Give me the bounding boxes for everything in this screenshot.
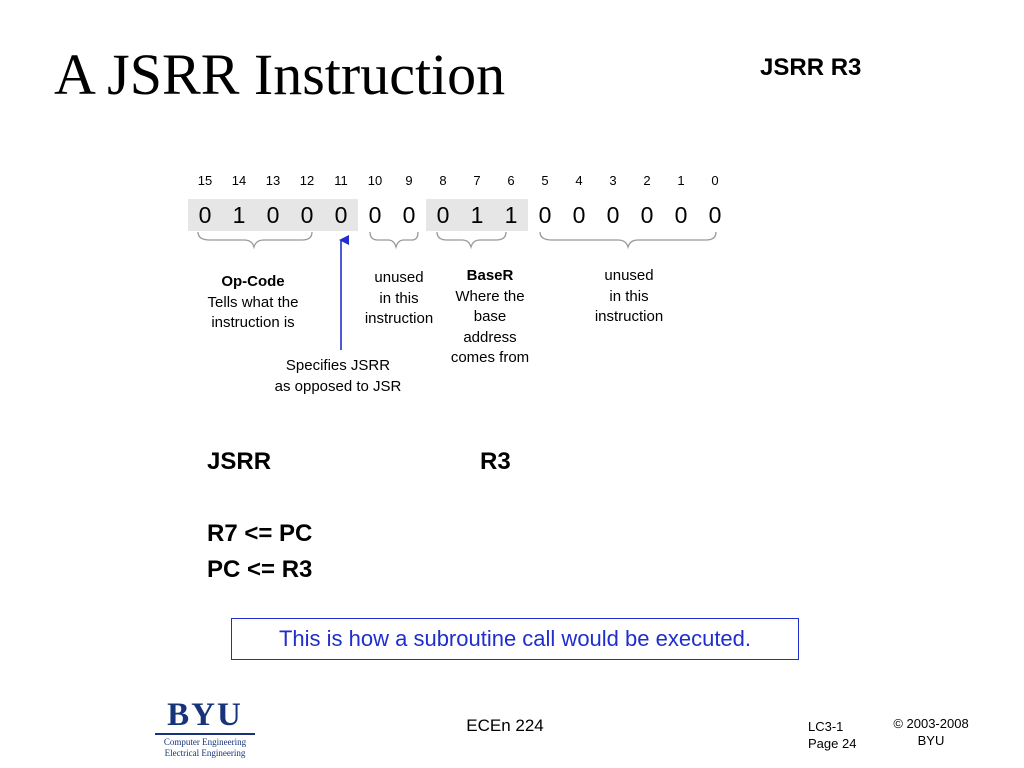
baser-label: BaseR Where the base address comes from — [436, 266, 544, 369]
baser-desc-line: comes from — [450, 349, 530, 366]
baser-desc-line: base — [473, 308, 507, 325]
logo-dept-line: Computer Engineering — [163, 737, 247, 747]
unused-line: instruction — [594, 308, 664, 325]
jsrr-flag-label: Specifies JSRR as opposed to JSR — [248, 356, 428, 397]
bit-value-baser: 0 — [426, 199, 460, 231]
bit-number: 13 — [265, 173, 281, 188]
footer-page-info: LC3-1 Page 24 — [808, 718, 856, 752]
opcode-desc-line: Tells what the — [207, 293, 299, 311]
copyright-years: © 2003-2008 — [893, 716, 969, 731]
logo-department: Computer Engineering Electrical Engineer… — [155, 737, 255, 759]
bit-number: 5 — [541, 173, 549, 188]
bit-number: 0 — [711, 173, 719, 188]
bit-value-unused: 0 — [572, 202, 586, 228]
bit-value-unused: 0 — [606, 202, 620, 228]
bit-value-jsrr-flag: 0 — [324, 199, 358, 231]
bit-number: 1 — [677, 173, 685, 188]
unused-line: in this — [379, 289, 419, 307]
bit-number: 4 — [575, 173, 583, 188]
code-mnemonic: JSRR — [207, 448, 272, 475]
baser-desc-line: address — [463, 328, 517, 346]
bit-value-unused: 0 — [640, 202, 654, 228]
byu-logo: BYU Computer Engineering Electrical Engi… — [155, 698, 255, 762]
footer-doc-id: LC3-1 — [808, 719, 844, 734]
bit-value-opcode: 0 — [290, 199, 324, 231]
bit-number: 6 — [507, 173, 515, 188]
logo-dept-line: Electrical Engineering — [164, 748, 246, 758]
jsrr-flag-line: as opposed to JSR — [274, 377, 402, 395]
copyright-org: BYU — [917, 733, 945, 748]
opcode-desc-line: instruction is — [211, 314, 295, 331]
bit-value-baser: 1 — [460, 199, 494, 231]
bit-number: 7 — [473, 173, 481, 188]
logo-rule — [155, 733, 255, 735]
bit-value-unused: 0 — [402, 202, 416, 228]
bit-number: 12 — [299, 173, 315, 188]
baser-brace — [436, 231, 507, 250]
bit-value-baser: 1 — [494, 199, 528, 231]
unused-line: unused — [374, 269, 424, 286]
opcode-brace — [197, 231, 313, 250]
corner-instruction-label: JSRR R3 — [760, 54, 862, 81]
bit-value-opcode: 0 — [188, 199, 222, 231]
bit-value-unused: 0 — [708, 202, 722, 228]
opcode-label: Op-Code Tells what the instruction is — [184, 272, 322, 334]
bit-number: 8 — [439, 173, 447, 188]
logo-wordmark: BYU — [167, 697, 243, 733]
bit-value-unused: 0 — [368, 202, 382, 228]
baser-desc-line: Where the — [455, 287, 525, 305]
bit-number: 14 — [231, 173, 247, 188]
slide-title: A JSRR Instruction — [54, 42, 506, 107]
footer-page-number: Page 24 — [808, 736, 857, 751]
bit-number: 9 — [405, 173, 413, 188]
bit-value-unused: 0 — [538, 202, 552, 228]
rtl-step-2: PC <= R3 — [207, 556, 313, 583]
footer-copyright: © 2003-2008 BYU — [884, 715, 978, 749]
unused-label-1: unused in this instruction — [349, 268, 449, 330]
bit-number: 11 — [334, 173, 348, 188]
code-operand: R3 — [480, 448, 511, 475]
footer-course: ECEn 224 — [466, 716, 544, 735]
bit-value-opcode: 1 — [222, 199, 256, 231]
bit-value-unused: 0 — [674, 202, 688, 228]
bit-value-opcode: 0 — [256, 199, 290, 231]
baser-title: BaseR — [466, 267, 514, 284]
bit-number: 15 — [197, 173, 213, 188]
unused-line: unused — [604, 267, 654, 284]
bit-number: 3 — [609, 173, 617, 188]
note-box: This is how a subroutine call would be e… — [231, 618, 799, 660]
unused-label-2: unused in this instruction — [578, 266, 680, 328]
rtl-step-1: R7 <= PC — [207, 520, 313, 547]
unused-line: in this — [609, 287, 649, 305]
bit-number: 2 — [643, 173, 651, 188]
bit-number: 10 — [367, 173, 383, 188]
unused-brace-1 — [369, 231, 419, 250]
jsrr-flag-line: Specifies JSRR — [285, 357, 391, 374]
unused-brace-2 — [539, 231, 717, 250]
opcode-title: Op-Code — [221, 273, 285, 290]
unused-line: instruction — [364, 310, 434, 327]
